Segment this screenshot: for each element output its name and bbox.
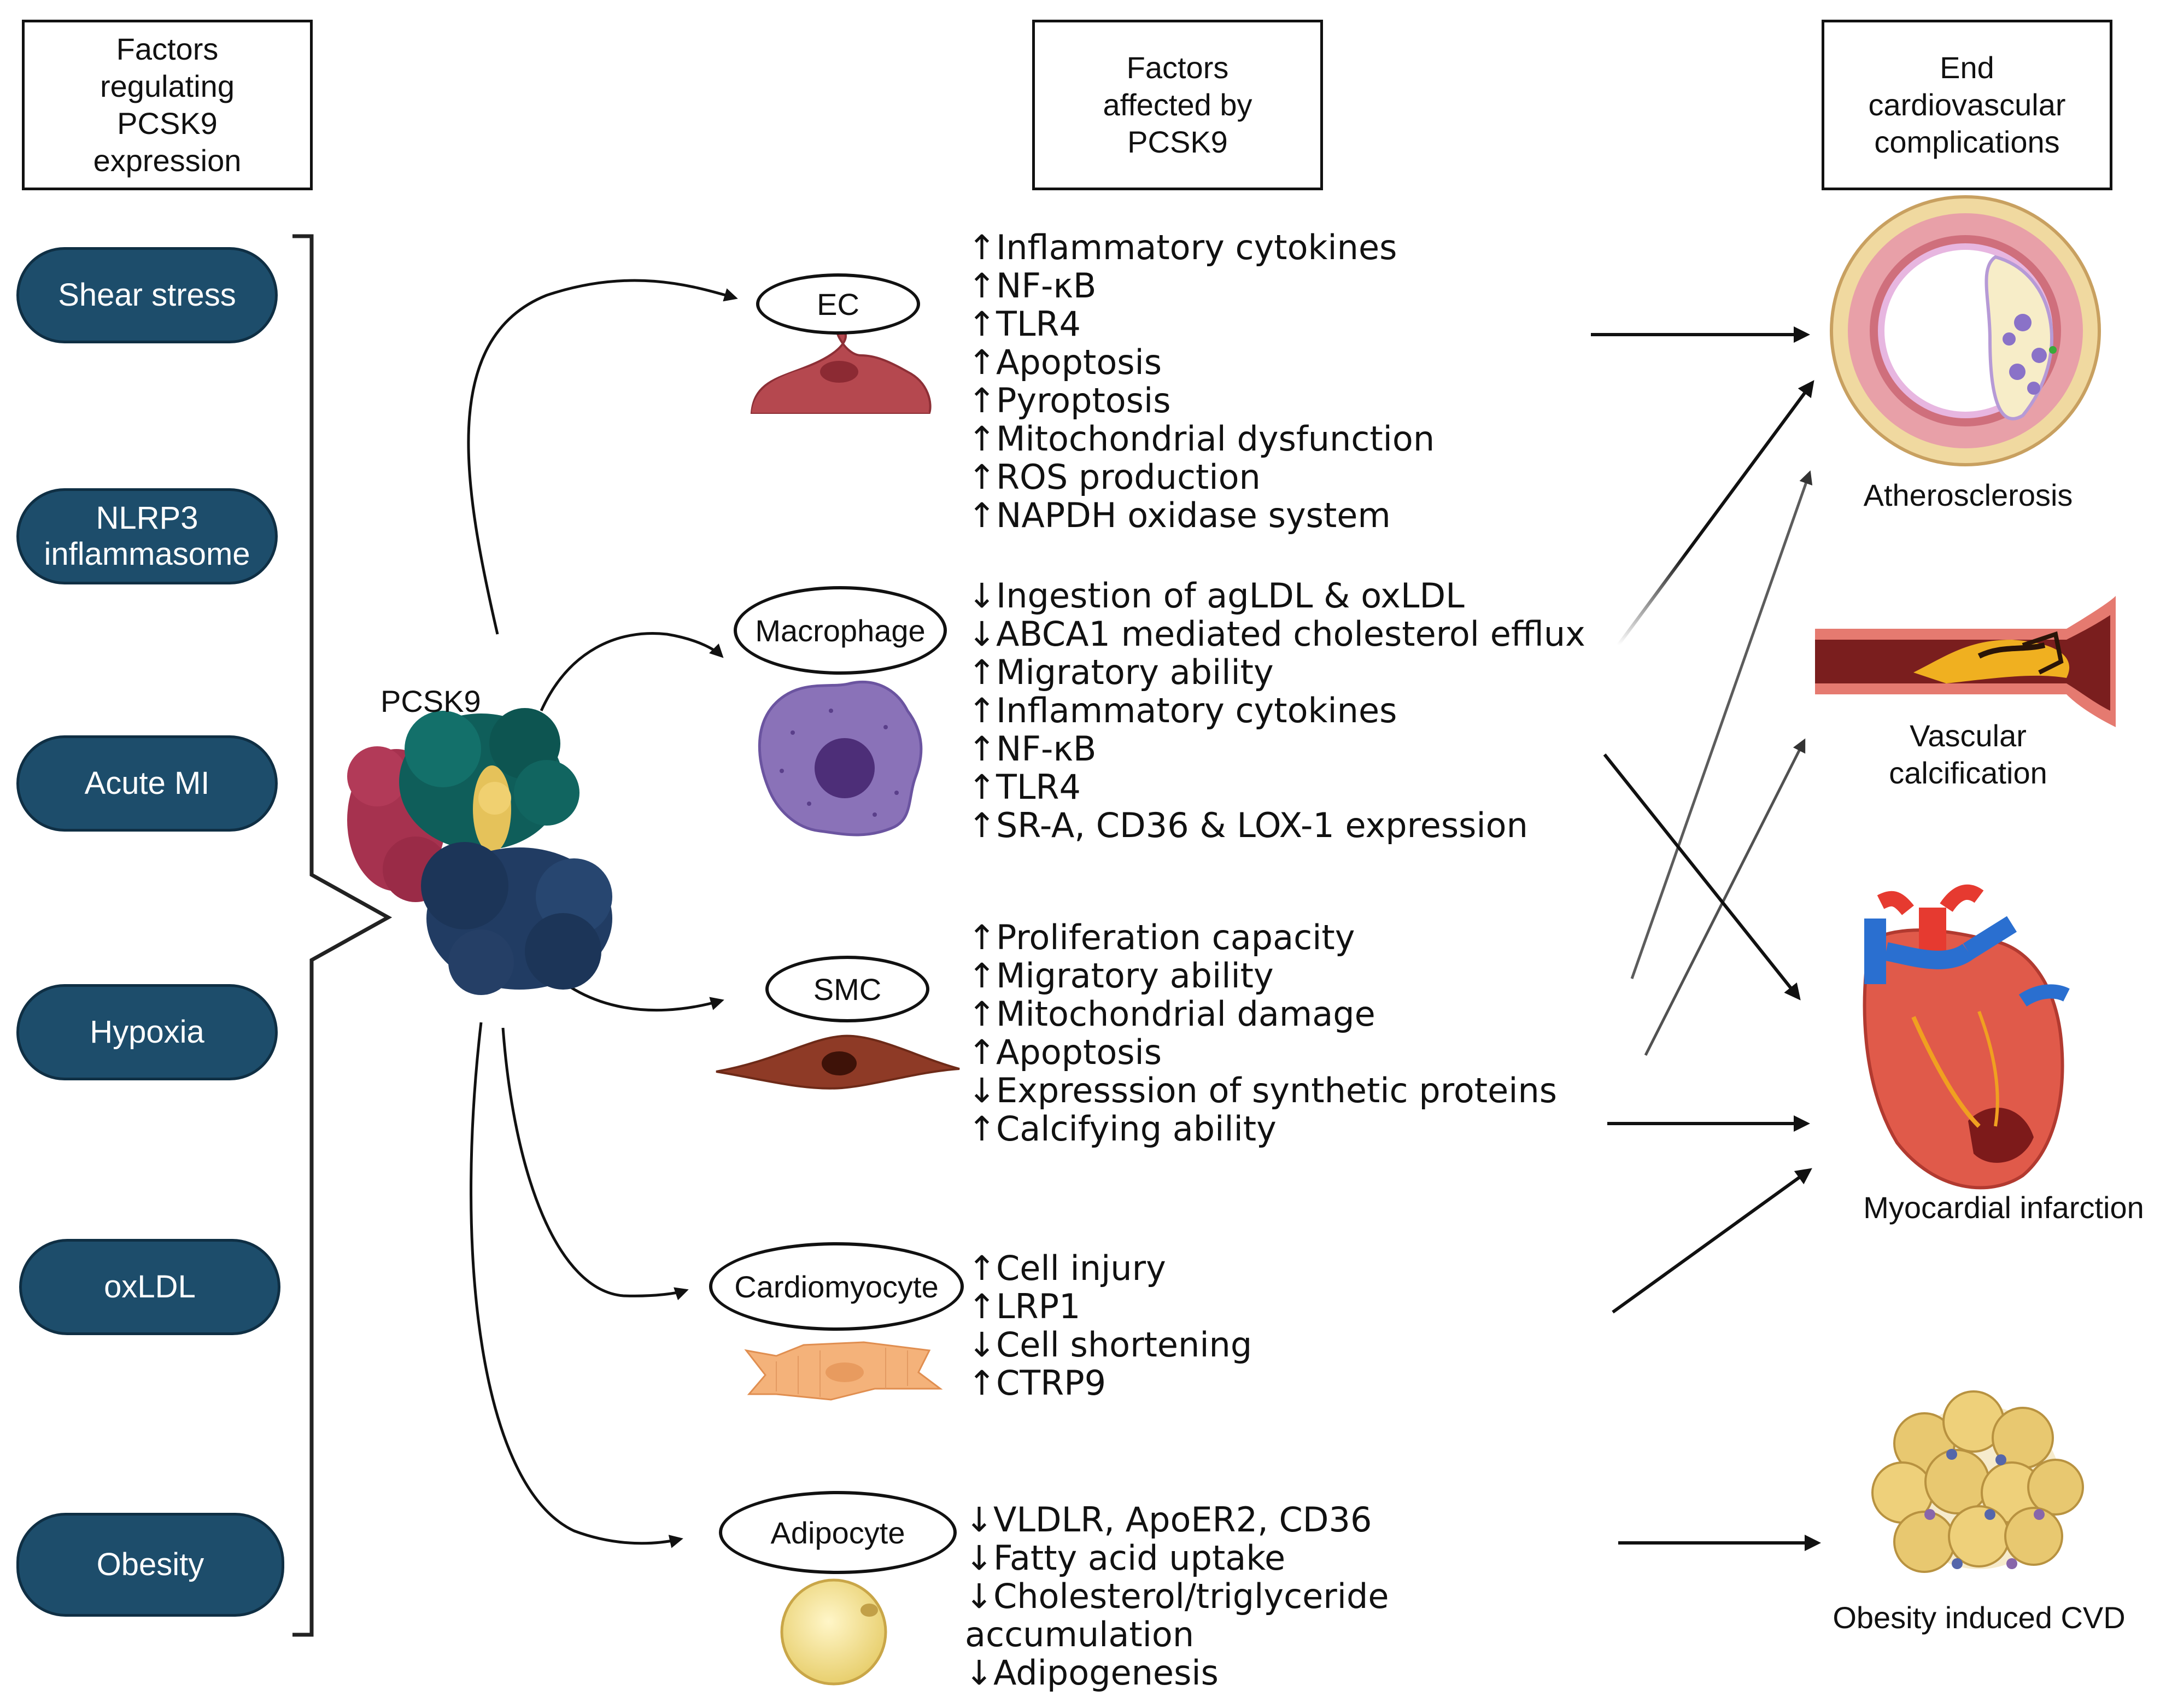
arrow-smc-to-atherosclerosis [1630, 470, 1813, 979]
effect-item: ↑TLR4 [968, 304, 1081, 344]
effect-item: ↑Inflammatory cytokines [968, 691, 1397, 730]
header-regulating-factors: Factors regulating PCSK9 expression [22, 20, 313, 190]
arrow-macrophage-to-atherosclerosis [1617, 380, 1814, 646]
effects-macrophage: ↓Ingestion of agLDL & oxLDL ↓ABCA1 media… [968, 577, 1585, 845]
outcome-myocardial-infarction: Myocardial infarction [1863, 1190, 2144, 1225]
fat-cluster-icon [1871, 1390, 2084, 1573]
cell-label-smc: SMC [765, 956, 929, 1022]
effect-item: ↓VLDLR, ApoER2, CD36 [965, 1500, 1372, 1540]
effect-item: ↑Cell injury [968, 1248, 1166, 1288]
regulator-oxldl: oxLDL [19, 1239, 280, 1335]
arrow-pcsk9-to-ec [467, 279, 738, 635]
effect-item: ↑Mitochondrial dysfunction [968, 419, 1435, 459]
cell-label-ec: EC [756, 273, 920, 335]
effect-item: ↑SR-A, CD36 & LOX-1 expression [968, 805, 1528, 845]
header-affected-factors: Factors affected by PCSK9 [1032, 20, 1323, 190]
effect-item: ↑TLR4 [968, 767, 1081, 807]
effect-item: ↑Pyroptosis [968, 381, 1171, 420]
regulator-acute-mi: Acute MI [16, 735, 278, 832]
arrow-cardiomyocyte-to-mi [1612, 1168, 1812, 1314]
effect-item: ↑NAPDH oxidase system [968, 495, 1391, 535]
arrow-pcsk9-to-macrophage [540, 632, 724, 712]
effect-item: ↑Calcifying ability [968, 1109, 1277, 1149]
cell-label-adipocyte: Adipocyte [719, 1491, 957, 1574]
arrow-pcsk9-to-adipocyte [470, 1022, 683, 1548]
effect-item: ↑Mitochondrial damage [968, 994, 1375, 1034]
effect-item: ↓Expresssion of synthetic proteins [968, 1071, 1558, 1110]
effect-item: ↑ROS production [968, 457, 1261, 497]
cell-label-macrophage: Macrophage [734, 586, 947, 675]
pcsk9-label: PCSK9 [380, 684, 481, 718]
effect-item: ↑Migratory ability [968, 652, 1274, 692]
effect-item: accumulation [965, 1615, 1195, 1654]
arrow-pcsk9-to-cardiomyocyte [501, 1027, 689, 1301]
pcsk9-protein-icon [347, 708, 612, 995]
adipocyte-icon [780, 1578, 887, 1686]
ec-cell-icon [750, 326, 932, 414]
effect-item: ↑LRP1 [968, 1286, 1081, 1326]
cell-label-cardiomyocyte: Cardiomyocyte [709, 1242, 964, 1331]
effects-ec: ↑Inflammatory cytokines ↑NF-κB ↑TLR4 ↑Ap… [968, 229, 1435, 535]
effect-item: ↑Apoptosis [968, 342, 1162, 382]
effect-item: ↑CTRP9 [968, 1363, 1107, 1403]
effect-item: ↓Cell shortening [968, 1325, 1252, 1365]
smc-cell-icon [716, 1034, 960, 1090]
effect-item: ↓Ingestion of agLDL & oxLDL [968, 576, 1465, 616]
effect-item: ↓Cholesterol/triglyceride [965, 1576, 1389, 1616]
effect-item: ↑Migratory ability [968, 956, 1274, 996]
macrophage-icon [758, 680, 923, 837]
effect-item: ↓Adipogenesis [965, 1653, 1219, 1693]
effects-adipocyte: ↓VLDLR, ApoER2, CD36 ↓Fatty acid uptake … [965, 1501, 1389, 1692]
effect-item: ↑Inflammatory cytokines [968, 227, 1397, 267]
cardiomyocyte-icon [744, 1341, 943, 1401]
outcome-atherosclerosis: Atherosclerosis [1863, 478, 2073, 512]
regulator-bracket [292, 234, 393, 1637]
arrow-smc-to-calcification [1644, 738, 1806, 1056]
effects-smc: ↑Proliferation capacity ↑Migratory abili… [968, 919, 1557, 1148]
regulator-shear-stress: Shear stress [16, 247, 278, 343]
calcified-vessel-icon [1815, 596, 2116, 727]
arrow-macrophage-to-mi [1603, 753, 1801, 1001]
effect-item: ↓ABCA1 mediated cholesterol efflux [968, 614, 1585, 654]
header-end-complications: End cardiovascular complications [1822, 20, 2112, 190]
effect-item: ↓Fatty acid uptake [965, 1538, 1286, 1578]
outcome-obesity-induced-cvd: Obesity induced CVD [1833, 1600, 2126, 1635]
heart-icon [1863, 884, 2070, 1190]
effect-item: ↑Apoptosis [968, 1032, 1162, 1072]
regulator-obesity: Obesity [16, 1513, 284, 1617]
artery-cross-section-icon [1830, 195, 2101, 466]
effect-item: ↑NF-κB [968, 729, 1097, 769]
regulator-nlrp3-inflammasome: NLRP3 inflammasome [16, 488, 278, 584]
regulator-hypoxia: Hypoxia [16, 984, 278, 1080]
effects-cardiomyocyte: ↑Cell injury ↑LRP1 ↓Cell shortening ↑CTR… [968, 1249, 1252, 1402]
effect-item: ↑Proliferation capacity [968, 917, 1355, 957]
effect-item: ↑NF-κB [968, 266, 1097, 306]
outcome-vascular-calcification: Vascular calcification [1889, 718, 2047, 790]
